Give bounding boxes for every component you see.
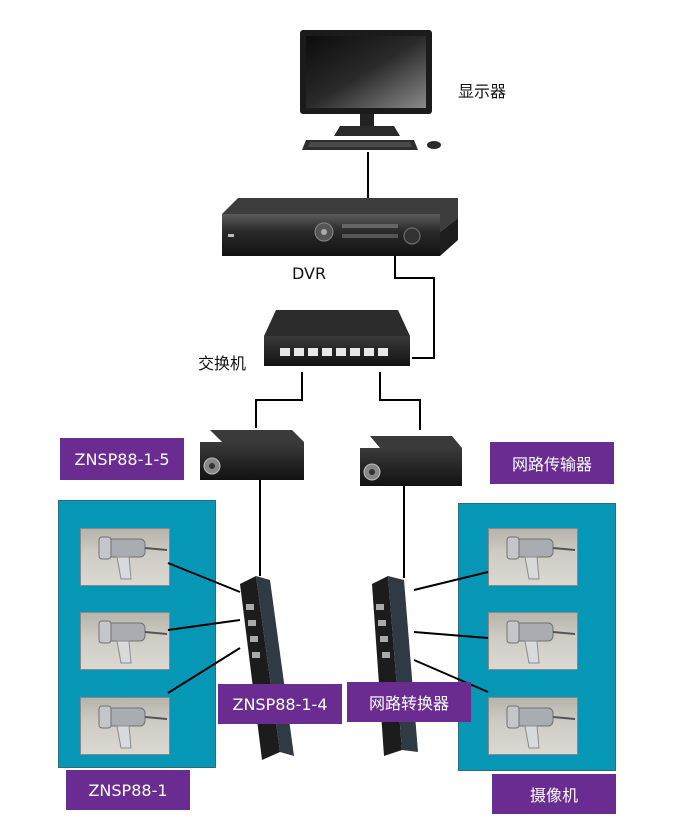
camera-group-right-label: 摄像机 xyxy=(492,774,616,814)
camera-icon xyxy=(80,612,170,670)
line-cam-l2 xyxy=(167,619,241,631)
camera-icon xyxy=(80,697,170,755)
transmitter-icon xyxy=(360,436,462,486)
line-cam-r1 xyxy=(413,571,489,591)
transmitter-icon xyxy=(200,430,304,480)
camera-icon xyxy=(488,528,578,586)
camera-icon xyxy=(80,528,170,586)
line-switch-left-transmitter xyxy=(255,372,303,428)
camera-icon xyxy=(488,612,578,670)
line-switch-right-transmitter xyxy=(379,372,421,430)
line-cam-r3 xyxy=(413,659,489,693)
line-cam-l3 xyxy=(167,647,241,694)
camera-icon xyxy=(488,697,578,755)
converter-icon xyxy=(372,576,418,756)
line-cam-l1 xyxy=(167,562,241,593)
monitor-icon xyxy=(300,30,441,150)
converter-left-label: ZNSP88-1-4 xyxy=(218,684,342,724)
camera-lines xyxy=(167,562,489,694)
line-dvr-switch xyxy=(394,256,435,359)
switch-label: 交换机 xyxy=(198,354,247,373)
monitor-label: 显示器 xyxy=(458,82,507,101)
converter-right-label: 网路转换器 xyxy=(347,682,471,722)
dvr-icon xyxy=(222,198,458,256)
converter-icon xyxy=(240,576,294,760)
switch-icon xyxy=(264,310,410,366)
dvr-label: DVR xyxy=(292,264,327,283)
transmitter-left-label: ZNSP88-1-5 xyxy=(60,438,184,480)
transmitter-right-label: 网路传输器 xyxy=(490,442,614,484)
camera-group-left-label: ZNSP88-1 xyxy=(66,770,190,810)
connection-lines xyxy=(255,152,435,578)
line-cam-r2 xyxy=(413,631,489,639)
